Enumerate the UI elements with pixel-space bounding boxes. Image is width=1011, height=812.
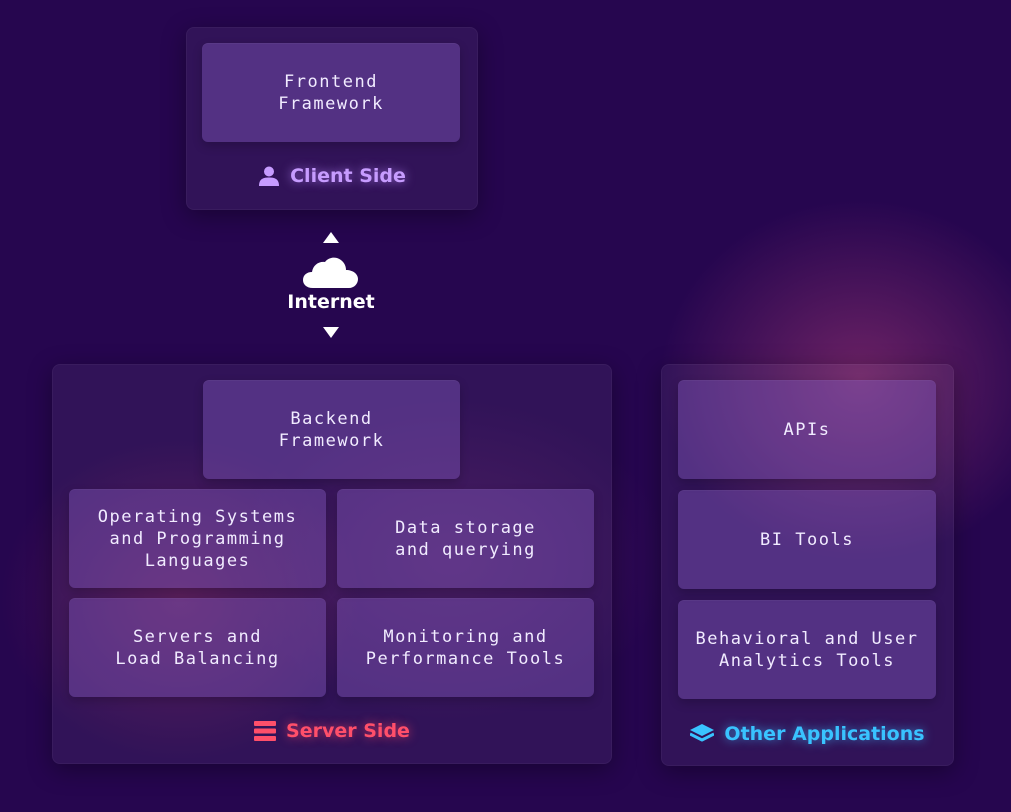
server-side-label: Server Side bbox=[53, 718, 611, 744]
up-arrow-icon bbox=[323, 232, 339, 243]
server-side-label-text: Server Side bbox=[286, 720, 410, 742]
internet-label: Internet bbox=[287, 291, 375, 313]
cloud-icon bbox=[303, 257, 358, 288]
server-stack-icon bbox=[254, 721, 277, 741]
servers-load-balancing-box: Servers and Load Balancing bbox=[69, 598, 326, 697]
layers-icon bbox=[690, 724, 715, 744]
backend-framework-box: Backend Framework bbox=[203, 380, 460, 479]
frontend-framework-box: Frontend Framework bbox=[202, 43, 460, 142]
behavioral-analytics-box: Behavioral and User Analytics Tools bbox=[678, 600, 936, 699]
server-side-panel: Backend Framework Operating Systems and … bbox=[52, 364, 612, 764]
other-applications-label-text: Other Applications bbox=[724, 723, 925, 745]
other-applications-panel: APIs BI Tools Behavioral and User Analyt… bbox=[661, 364, 954, 766]
client-side-panel: Frontend Framework Client Side bbox=[186, 27, 478, 210]
apis-box: APIs bbox=[678, 380, 936, 479]
monitoring-tools-box: Monitoring and Performance Tools bbox=[337, 598, 594, 697]
user-icon bbox=[258, 165, 280, 187]
bi-tools-box: BI Tools bbox=[678, 490, 936, 589]
operating-systems-box: Operating Systems and Programming Langua… bbox=[69, 489, 326, 588]
data-storage-box: Data storage and querying bbox=[337, 489, 594, 588]
client-side-label-text: Client Side bbox=[290, 165, 406, 187]
other-applications-label: Other Applications bbox=[662, 721, 953, 747]
client-side-label: Client Side bbox=[187, 163, 477, 189]
down-arrow-icon bbox=[323, 327, 339, 338]
